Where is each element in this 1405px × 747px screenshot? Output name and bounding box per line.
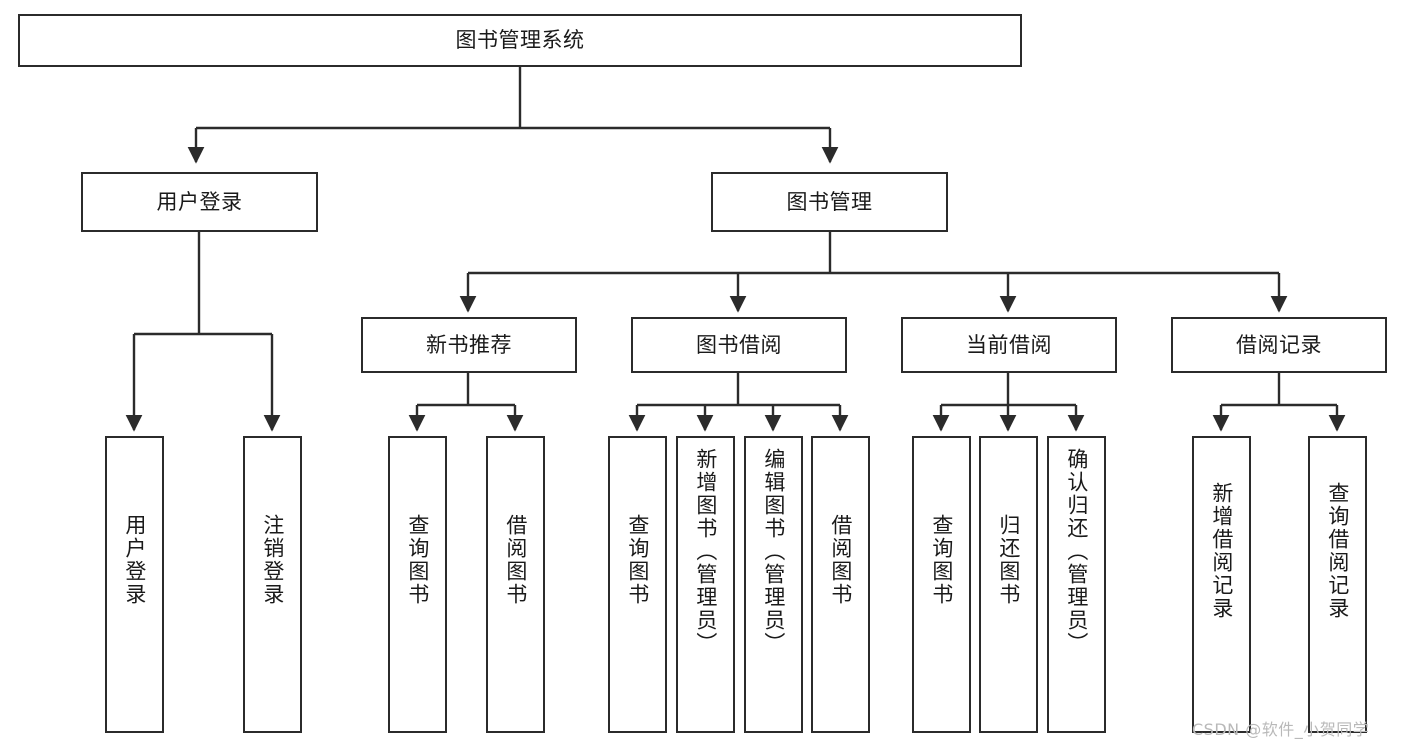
node-label: 借阅记录 [1236, 332, 1322, 357]
node-root-book-management-system[interactable]: 图书管理系统 [18, 14, 1022, 67]
leaf-current-borrow-query-book[interactable]: 查询图书 [912, 436, 971, 733]
node-label: 借阅图书 [828, 514, 853, 606]
node-label: 用户登录 [156, 189, 243, 214]
leaf-new-book-borrow-book[interactable]: 借阅图书 [486, 436, 545, 733]
node-label: 查询借阅记录 [1325, 482, 1350, 620]
leaf-book-borrow-add-book-admin[interactable]: 新增图书（管理员） [676, 436, 735, 733]
leaf-borrow-record-query-record[interactable]: 查询借阅记录 [1308, 436, 1367, 733]
node-label: 查询图书 [929, 514, 954, 606]
node-label: 归还图书 [996, 514, 1021, 606]
node-label: 查询图书 [625, 514, 650, 606]
node-current-borrow[interactable]: 当前借阅 [901, 317, 1117, 373]
node-label: 确认归还（管理员） [1064, 448, 1089, 655]
node-label: 注销登录 [260, 514, 285, 606]
node-label: 新增借阅记录 [1209, 482, 1234, 620]
node-book-management[interactable]: 图书管理 [711, 172, 948, 232]
leaf-new-book-query-book[interactable]: 查询图书 [388, 436, 447, 733]
node-label: 借阅图书 [503, 514, 528, 606]
node-label: 图书管理系统 [455, 28, 585, 53]
node-new-book-recommend[interactable]: 新书推荐 [361, 317, 577, 373]
node-label: 新书推荐 [426, 332, 512, 357]
node-label: 编辑图书（管理员） [761, 448, 786, 655]
leaf-book-borrow-borrow-book[interactable]: 借阅图书 [811, 436, 870, 733]
node-label: 当前借阅 [966, 332, 1052, 357]
node-label: 查询图书 [405, 514, 430, 606]
leaf-book-borrow-edit-book-admin[interactable]: 编辑图书（管理员） [744, 436, 803, 733]
node-label: 用户登录 [122, 514, 147, 606]
node-book-borrow[interactable]: 图书借阅 [631, 317, 847, 373]
node-label: 图书管理 [786, 189, 873, 214]
leaf-user-login-logout[interactable]: 注销登录 [243, 436, 302, 733]
node-label: 图书借阅 [696, 332, 782, 357]
leaf-borrow-record-add-record[interactable]: 新增借阅记录 [1192, 436, 1251, 733]
node-borrow-record[interactable]: 借阅记录 [1171, 317, 1387, 373]
node-user-login[interactable]: 用户登录 [81, 172, 318, 232]
leaf-user-login-login[interactable]: 用户登录 [105, 436, 164, 733]
csdn-watermark: CSDN @软件_小贺同学 [1192, 720, 1370, 739]
node-label: 新增图书（管理员） [693, 448, 718, 655]
leaf-book-borrow-query-book[interactable]: 查询图书 [608, 436, 667, 733]
leaf-current-borrow-return-book[interactable]: 归还图书 [979, 436, 1038, 733]
leaf-current-borrow-confirm-return-admin[interactable]: 确认归还（管理员） [1047, 436, 1106, 733]
